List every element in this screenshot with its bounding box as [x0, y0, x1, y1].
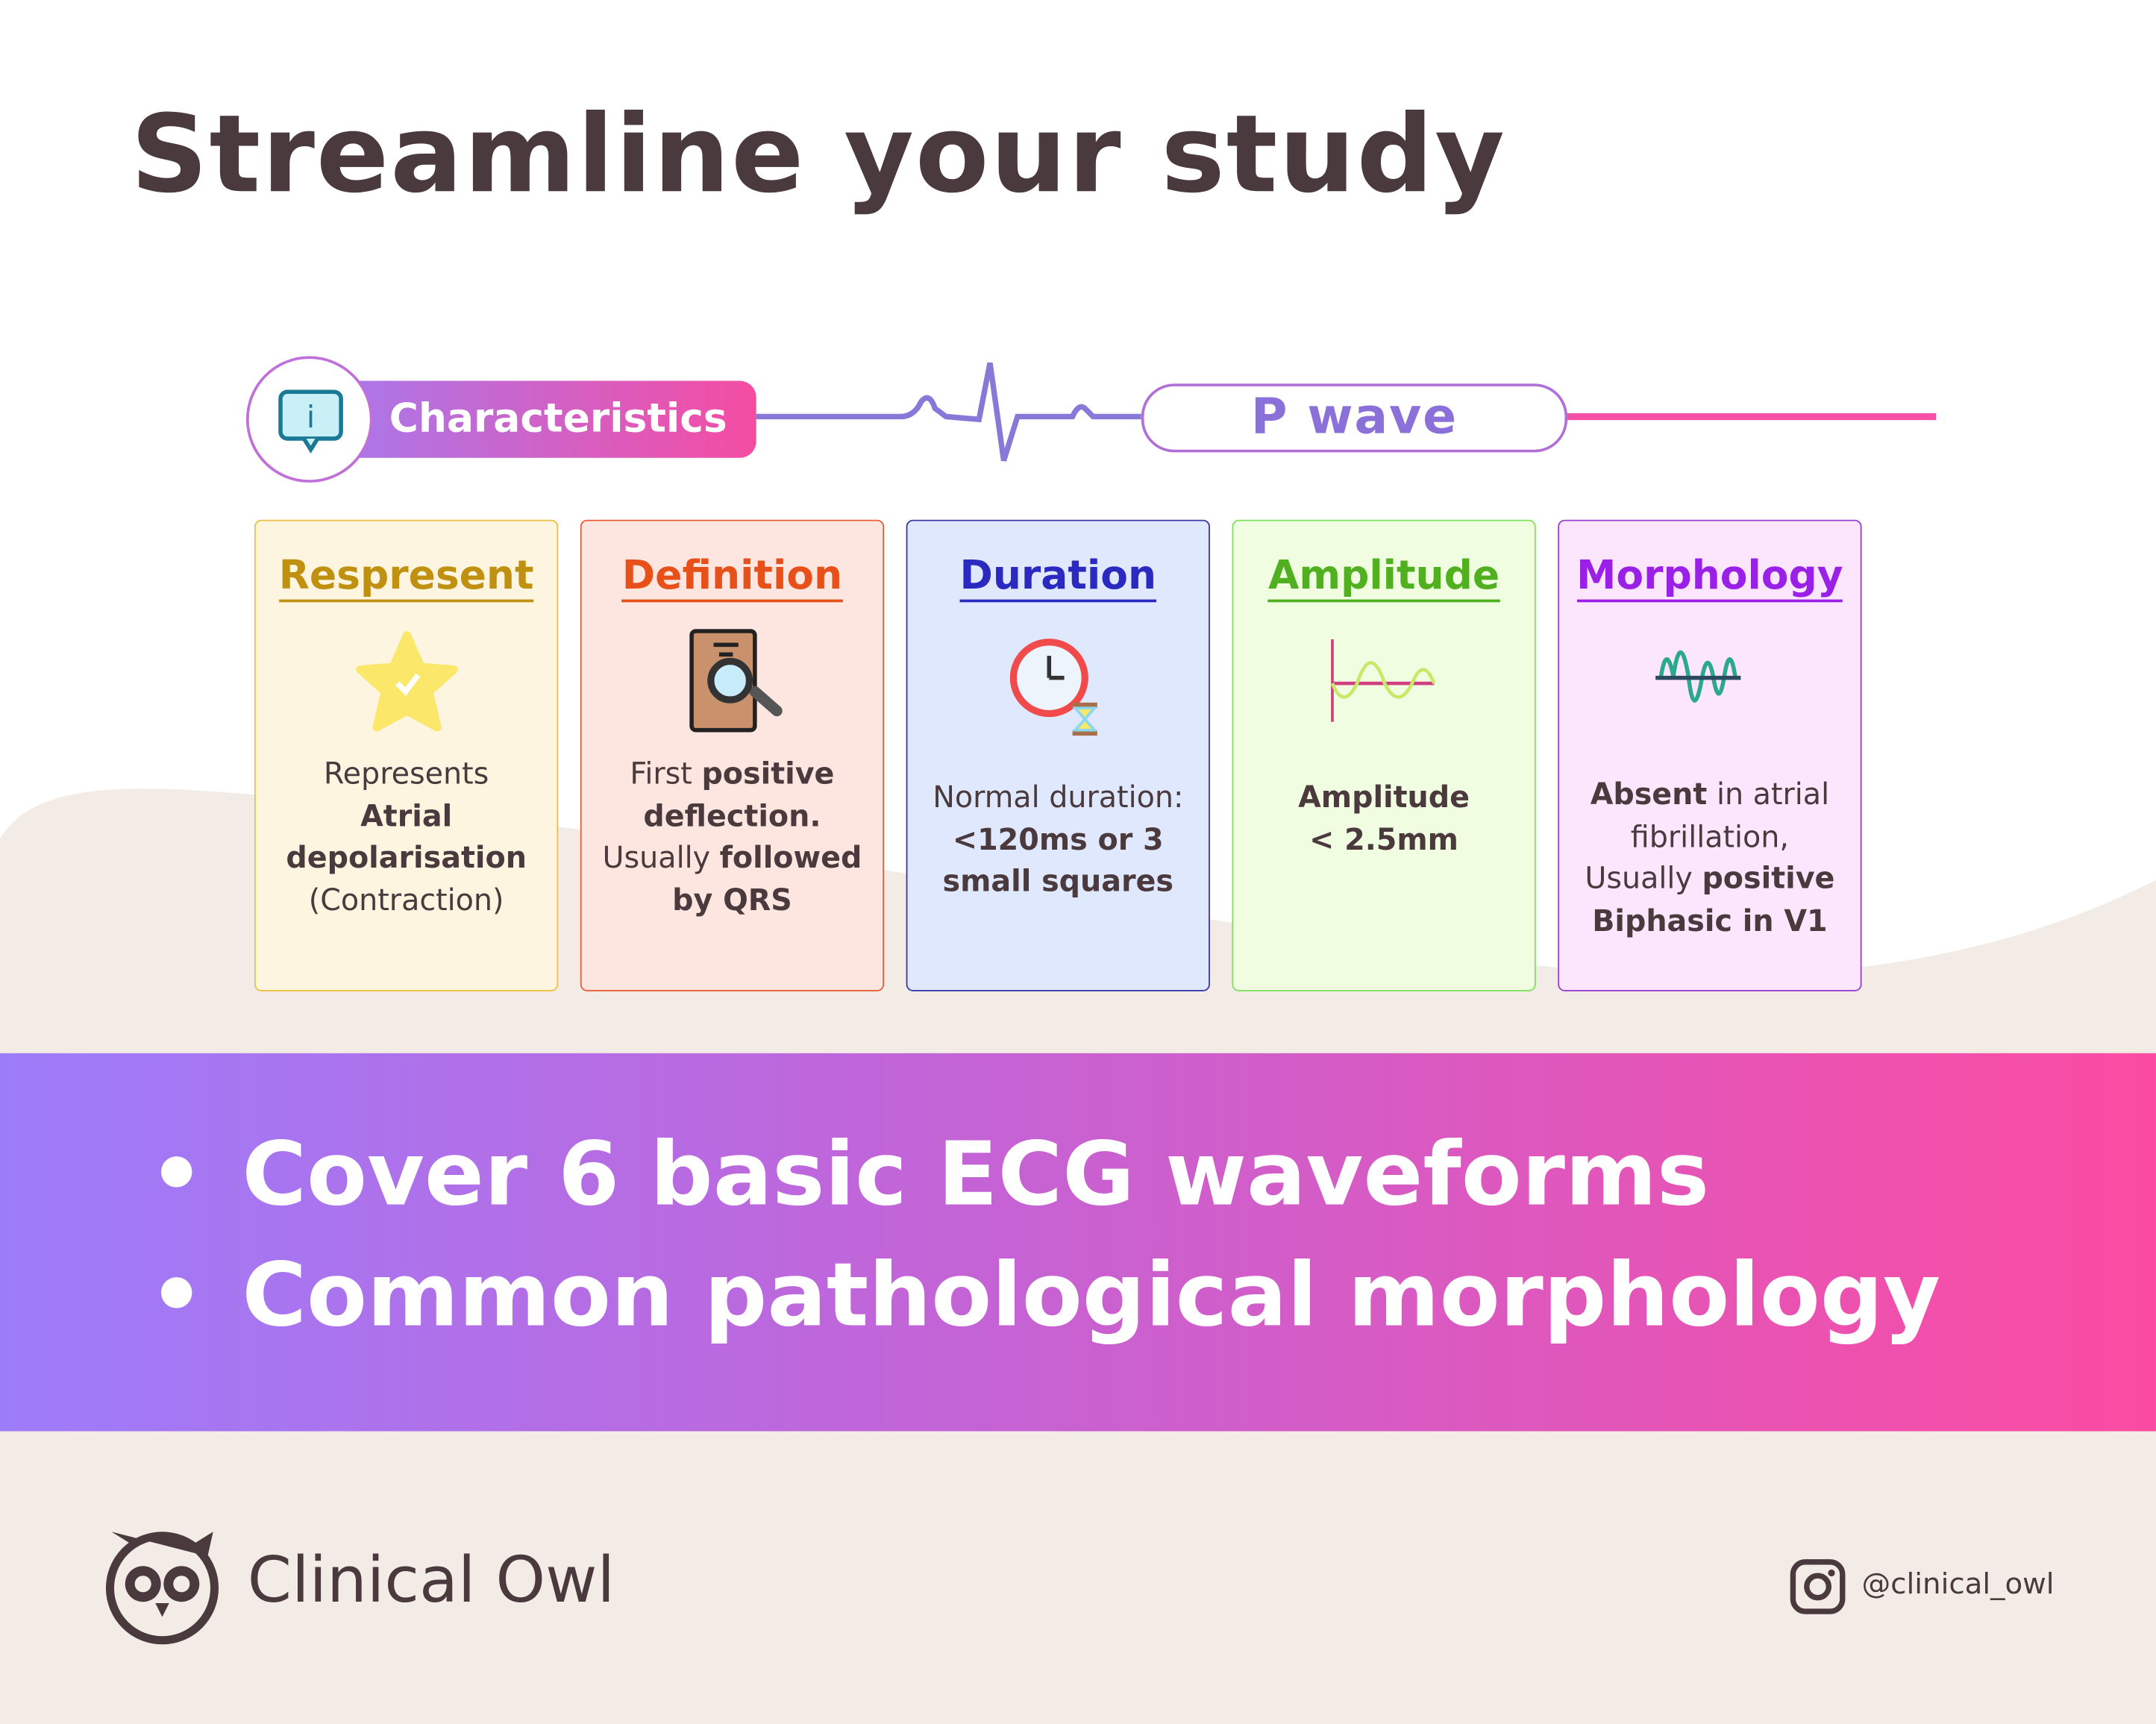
text-line: Normal duration: [933, 780, 1184, 815]
text-part-bold: Absent [1590, 778, 1708, 813]
card-text: Represents Atrial depolarisation (Contra… [261, 755, 551, 923]
card-title: Morphology [1576, 551, 1843, 603]
page-title: Streamline your study [131, 93, 1506, 218]
text-line: small squares [942, 865, 1173, 900]
characteristics-label: Characteristics [309, 380, 756, 458]
brand-name: Clinical Owl [247, 1542, 615, 1617]
bullet-item: •Common pathological morphology [148, 1245, 1941, 1348]
card-morphology: Morphology Absent in atrial fibrillation… [1558, 519, 1862, 991]
text-line: fibrillation, [1630, 820, 1790, 855]
card-title: Duration [959, 551, 1156, 603]
topic-text: P wave [1250, 389, 1458, 446]
text-line: < 2.5mm [1309, 823, 1458, 858]
text-part-bold: followed [719, 841, 862, 877]
text-line: Amplitude [1298, 780, 1470, 815]
card-title: Amplitude [1268, 551, 1500, 603]
text-line: by QRS [672, 883, 792, 918]
star-check-icon [356, 630, 458, 732]
card-text: Absent in atrial fibrillation, Usually p… [1564, 776, 1855, 944]
book-magnifier-icon [689, 629, 783, 733]
svg-text:i: i [307, 399, 315, 435]
text-line: Represents [323, 757, 489, 792]
text-part-bold: positive [1702, 862, 1835, 897]
waveform-icon [1655, 650, 1741, 703]
text-line: <120ms or 3 [952, 823, 1164, 858]
text-line: Biphasic in V1 [1592, 903, 1828, 938]
text-line: deflection. [643, 799, 821, 834]
card-text: Normal duration: <120ms or 3 small squar… [913, 778, 1203, 904]
card-text: First positive deflection. Usually follo… [587, 755, 877, 923]
info-badge: i [245, 356, 373, 483]
instagram-handle[interactable]: @clinical_owl [1861, 1567, 2055, 1601]
card-amplitude: Amplitude Amplitude < 2.5mm [1232, 519, 1536, 991]
text-line: Atrial [360, 799, 453, 834]
bullet-item: •Cover 6 basic ECG waveforms [148, 1124, 1710, 1227]
card-duration: Duration Normal duration: <120ms or 3 sm… [906, 519, 1210, 991]
bullet-text: Cover 6 basic ECG waveforms [242, 1124, 1710, 1227]
text-part: First [630, 757, 702, 792]
card-represent: Respresent Represents Atrial depolarisat… [254, 519, 559, 991]
instagram-icon [1790, 1559, 1846, 1614]
card-title: Respresent [278, 551, 534, 603]
text-part: in atrial [1707, 778, 1830, 813]
card-title: Definition [621, 551, 843, 603]
text-part: Usually [1585, 862, 1702, 897]
info-chat-icon: i [278, 389, 343, 454]
characteristics-text: Characteristics [389, 394, 727, 442]
card-definition: Definition First positive deflection. Us… [580, 519, 885, 991]
card-text: Amplitude < 2.5mm [1239, 778, 1529, 862]
footer [0, 1431, 2156, 1724]
ecg-line [756, 362, 1937, 462]
topic-pill: P wave [1141, 383, 1568, 453]
text-line: (Contraction) [308, 883, 504, 918]
text-line: depolarisation [286, 841, 527, 877]
text-part: Usually [602, 841, 720, 877]
sine-wave-icon [1330, 639, 1436, 722]
text-part-bold: positive [701, 757, 835, 792]
bullet-text: Common pathological morphology [242, 1245, 1941, 1348]
clock-hourglass-icon [1009, 639, 1098, 736]
owl-logo-icon [105, 1532, 219, 1645]
highlight-band: •Cover 6 basic ECG waveforms •Common pat… [0, 1053, 2156, 1432]
